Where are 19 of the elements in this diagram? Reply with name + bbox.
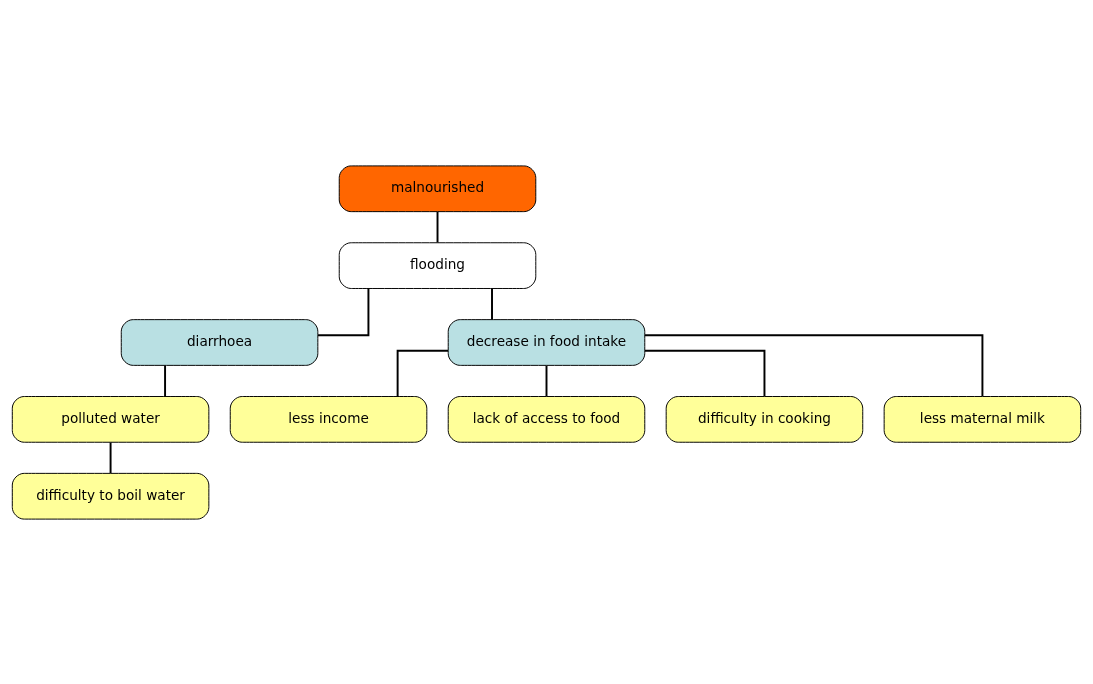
node-box: diarrhoea xyxy=(120,318,319,366)
node-box: flooding xyxy=(338,241,537,289)
node-box: less maternal milk xyxy=(883,395,1082,443)
connector xyxy=(643,333,984,397)
node-box: less income xyxy=(229,395,428,443)
connector xyxy=(491,287,493,320)
connector xyxy=(164,364,167,397)
node-box: difficulty to boil water xyxy=(11,472,210,520)
node-box: difficulty in cooking xyxy=(665,395,864,443)
connector xyxy=(436,210,439,244)
connector xyxy=(545,364,548,397)
node-box: decrease in food intake xyxy=(447,318,646,366)
connector xyxy=(396,349,449,397)
node-box: malnourished xyxy=(338,164,537,212)
connector xyxy=(317,287,370,336)
connector xyxy=(109,440,112,474)
node-box: lack of access to food xyxy=(447,395,646,443)
node-box: polluted water xyxy=(11,395,210,443)
connector xyxy=(644,349,766,397)
